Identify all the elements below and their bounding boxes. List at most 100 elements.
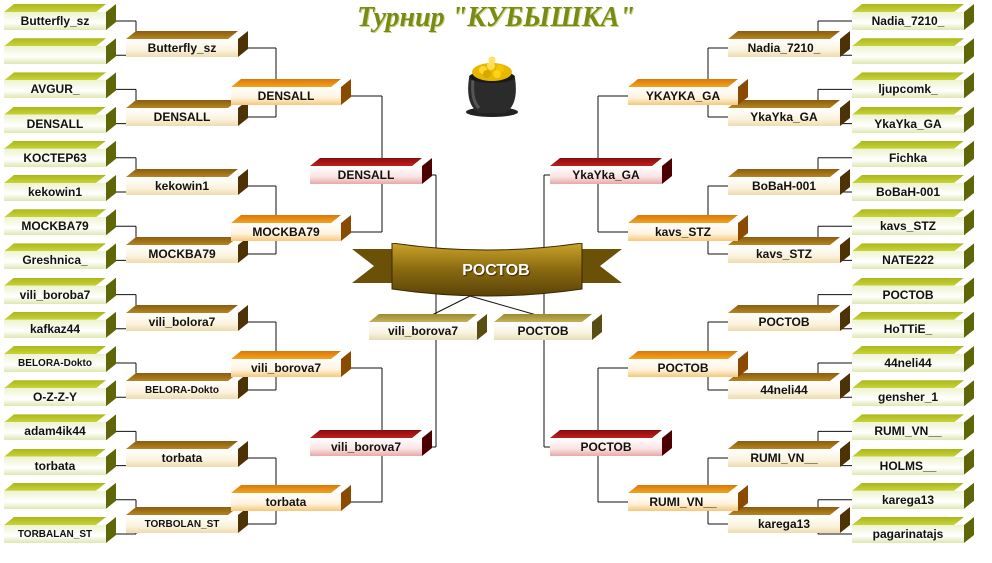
bracket-slot: pagarinatajs <box>852 517 974 543</box>
bracket-slot: POCTOB <box>852 278 974 304</box>
player-name: torbata <box>4 456 106 475</box>
player-name <box>4 46 106 65</box>
bracket-slot: adam4ik44 <box>4 414 116 441</box>
bracket-slot <box>852 38 974 65</box>
player-name: TORBOLAN_ST <box>126 515 238 533</box>
player-name: DENSALL <box>310 166 422 184</box>
player-name: YkaYka_GA <box>852 114 964 133</box>
player-name: kekowin1 <box>4 183 106 201</box>
player-name: YkaYka_GA <box>728 108 840 126</box>
player-name: Nadia_7210_ <box>852 12 964 30</box>
player-name: Nadia_7210_ <box>728 39 840 57</box>
bracket-slot: torbata <box>4 449 116 475</box>
bracket-slot: vili_bolora7 <box>126 305 248 331</box>
player-name: POCTOB <box>628 359 738 377</box>
bracket-slot: YKAYKA_GA <box>628 79 748 105</box>
player-name: AVGUR_ <box>4 80 106 99</box>
player-name: MOCKBA79 <box>126 245 238 263</box>
bracket-slot: RUMI_VN__ <box>852 414 974 441</box>
bracket-slot: gensher_1 <box>852 380 974 407</box>
bracket-slot: MOCKBA79 <box>231 215 351 241</box>
player-name: MOCKBA79 <box>4 217 106 236</box>
player-name: 44neli44 <box>728 381 840 399</box>
player-name: KOCTEP63 <box>4 148 106 167</box>
player-name: torbata <box>231 493 341 511</box>
player-name: ljupcomk_ <box>852 80 964 99</box>
bracket-slot: Fichka <box>852 141 974 167</box>
player-name: POCTOB <box>728 313 840 331</box>
player-name: kavs_STZ <box>852 217 964 236</box>
player-name: Butterfly_sz <box>4 12 106 30</box>
player-name: kekowin1 <box>126 177 238 195</box>
player-name: RUMI_VN__ <box>852 422 964 441</box>
bracket-slot: kekowin1 <box>126 169 248 195</box>
player-name: Butterfly_sz <box>126 39 238 57</box>
player-name: NATE222 <box>852 251 964 270</box>
bracket-slot: Butterfly_sz <box>126 31 248 57</box>
bracket-slot <box>4 38 116 65</box>
bracket-slot: POCTOB <box>728 305 850 331</box>
bracket-slot: YkaYka_GA <box>852 107 974 133</box>
bracket-slot: DENSALL <box>126 100 248 126</box>
bracket-slot: POCTOB <box>550 430 672 456</box>
bracket-slot <box>4 483 116 509</box>
player-name: vili_bolora7 <box>126 313 238 331</box>
bracket-slot: POCTOB <box>628 351 748 377</box>
bracket-slot: NATE222 <box>852 243 974 270</box>
bracket-slot: Greshnica_ <box>4 243 116 270</box>
bracket-slot: Nadia_7210_ <box>852 4 974 30</box>
player-name: vili_borova7 <box>310 438 422 456</box>
bracket-slot: MOCKBA79 <box>4 209 116 236</box>
bracket-slot: vili_boroba7 <box>4 278 116 304</box>
player-name: MOCKBA79 <box>231 223 341 241</box>
player-name: vili_borova7 <box>231 359 341 377</box>
bracket-slot: YkaYka_GA <box>728 100 850 126</box>
bracket-slot: karega13 <box>728 507 850 533</box>
player-name: Greshnica_ <box>4 251 106 270</box>
player-name: TORBALAN_ST <box>4 525 106 543</box>
bracket-slot: POCTOB <box>494 314 602 340</box>
player-name: vili_borova7 <box>369 322 477 340</box>
bracket-slot: vili_borova7 <box>231 351 351 377</box>
bracket-slot: 44neli44 <box>852 346 974 372</box>
player-name: BoBaH-001 <box>728 177 840 195</box>
bracket-slot: TORBOLAN_ST <box>126 507 248 533</box>
player-name: HOLMS__ <box>852 456 964 475</box>
player-name: kavs_STZ <box>628 223 738 241</box>
player-name <box>852 46 964 65</box>
bracket-slot: BELORA-Dokto <box>4 346 116 372</box>
bracket-slot: MOCKBA79 <box>126 237 248 263</box>
player-name: Fichka <box>852 148 964 167</box>
ribbon-banner-icon <box>352 243 622 297</box>
player-name: POCTOB <box>550 438 662 456</box>
page-title: Турнир "КУБЫШКА" <box>357 2 635 33</box>
player-name: torbata <box>126 449 238 467</box>
bracket-slot: kekowin1 <box>4 175 116 201</box>
bracket-slot: 44neli44 <box>728 373 850 399</box>
bracket-slot: DENSALL <box>231 79 351 105</box>
bracket-slot: torbata <box>231 485 351 511</box>
bracket-slot: torbata <box>126 441 248 467</box>
player-name <box>4 490 106 509</box>
player-name: YKAYKA_GA <box>628 87 738 105</box>
bracket-slot: kavs_STZ <box>728 237 850 263</box>
player-name: adam4ik44 <box>4 422 106 441</box>
gold-pot-icon <box>466 56 518 117</box>
bracket-slot: vili_borova7 <box>369 314 487 340</box>
player-name: DENSALL <box>231 87 341 105</box>
bracket-slot: kavs_STZ <box>628 215 748 241</box>
player-name: RUMI_VN__ <box>628 493 738 511</box>
bracket-slot: AVGUR_ <box>4 72 116 99</box>
bracket-slot: karega13 <box>852 483 974 509</box>
bracket-slot: O-Z-Z-Y <box>4 380 116 407</box>
bracket-slot: YkaYka_GA <box>550 158 672 184</box>
player-name: POCTOB <box>852 285 964 304</box>
player-name: BELORA-Dokto <box>4 354 106 372</box>
player-name: O-Z-Z-Y <box>4 388 106 407</box>
bracket-slot: BoBaH-001 <box>852 175 974 201</box>
bracket-connector <box>469 295 541 317</box>
bracket-slot: Nadia_7210_ <box>728 31 850 57</box>
player-name: DENSALL <box>126 108 238 126</box>
player-name: karega13 <box>728 515 840 533</box>
